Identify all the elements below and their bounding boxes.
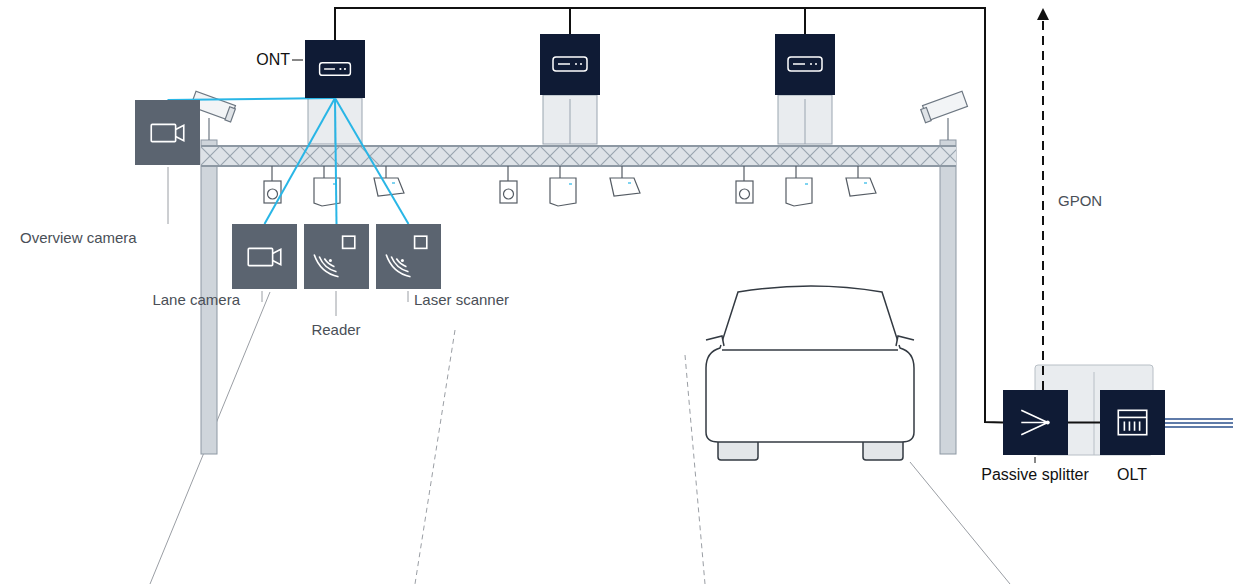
splitter-box: Passive splitter (1003, 390, 1068, 455)
ont-box: ONT (305, 40, 365, 98)
connector (1068, 422, 1100, 424)
node-icon (135, 100, 200, 165)
olt-box: OLT (1100, 390, 1165, 455)
scanner-box: Laser scanner (376, 224, 441, 289)
node-label: Passive splitter (981, 466, 1089, 484)
fibre-lines (1165, 419, 1233, 427)
reader-box: Reader (304, 224, 369, 289)
node-label: Laser scanner (414, 291, 509, 309)
gantry-pillars (201, 140, 956, 454)
network-label: GPON (1058, 192, 1102, 210)
connector (265, 98, 336, 224)
node-icon (232, 224, 297, 289)
connector (335, 98, 409, 224)
node-icon (1003, 390, 1068, 455)
node-icon (376, 224, 441, 289)
camera-box: Overview camera (135, 100, 200, 165)
node-label: ONT (256, 51, 290, 69)
node-label: Overview camera (20, 229, 137, 247)
ont-box (540, 34, 835, 95)
gpon-uplink-arrow (1037, 8, 1049, 390)
lane-devices (264, 166, 876, 206)
connector (335, 8, 1003, 423)
gantry-truss (201, 146, 956, 166)
node-icon (304, 224, 369, 289)
bus-wires (570, 8, 805, 34)
connector (335, 98, 337, 224)
car (706, 286, 914, 460)
node-label: Reader (311, 321, 360, 339)
node-icon (305, 40, 365, 98)
ont-cabinets (308, 95, 832, 144)
node-label: OLT (1117, 466, 1147, 484)
camera-box: Lane camera (232, 224, 297, 289)
node-label: Lane camera (152, 291, 240, 309)
leader-lines (168, 60, 1035, 463)
node-icon (1100, 390, 1165, 455)
